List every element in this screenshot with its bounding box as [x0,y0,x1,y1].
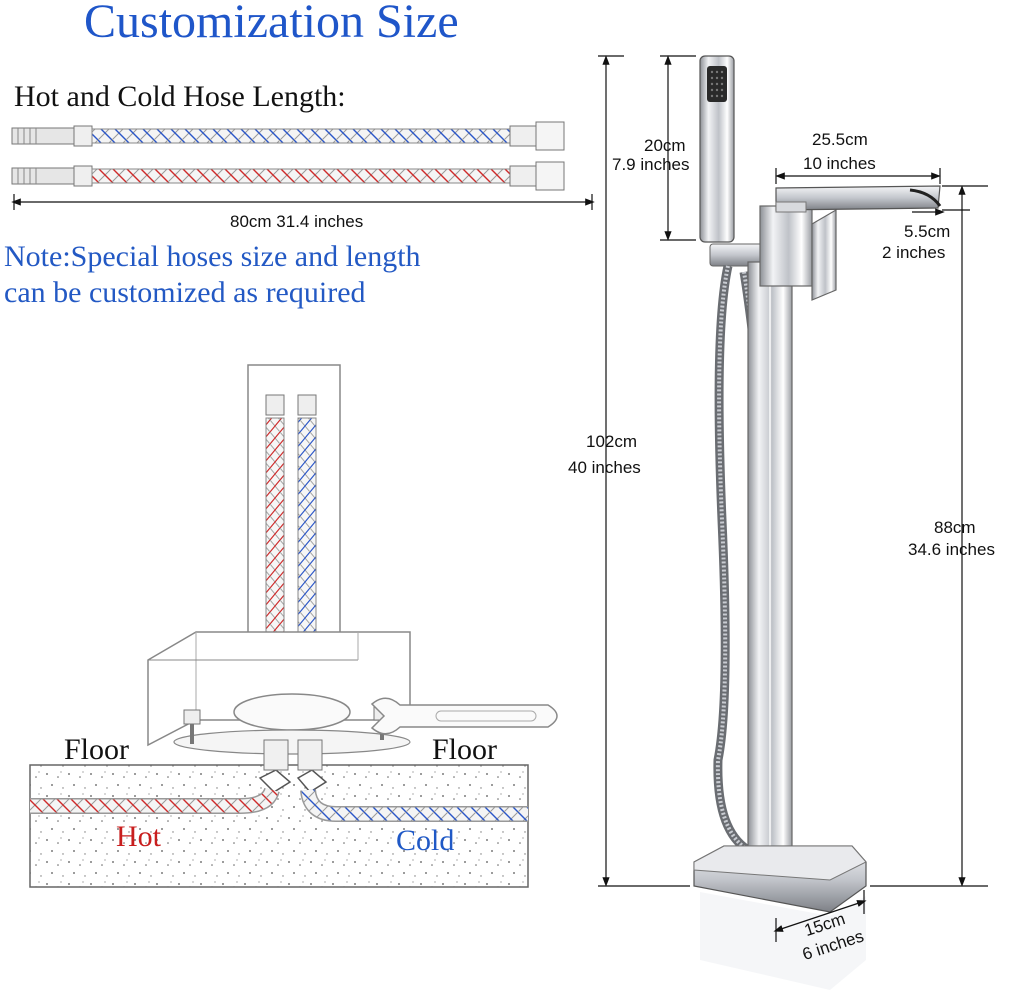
spout-height-cm: 5.5cm [904,222,951,241]
note-line-1: Note:Special hoses size and length [4,240,421,273]
handshower-height-cm: 20cm [644,136,686,155]
hose-length-value: 80cm 31.4 inches [230,212,364,231]
faucet-dimension-lines [598,55,988,942]
spout-floor-height-cm: 88cm [934,518,976,537]
installation-diagram [29,364,558,888]
cold-label: Cold [396,824,455,857]
hose-red [11,161,565,191]
floor-label-left: Floor [64,733,130,766]
faucet-illustration [693,55,942,990]
spout-height-in: 2 inches [882,243,946,262]
page-title: Customization Size [84,0,459,48]
handshower-height-in: 7.9 inches [612,155,690,174]
hose-length-dimension [11,194,595,210]
hose-length-label: Hot and Cold Hose Length: [14,80,346,113]
spout-length-in: 10 inches [803,154,876,173]
total-height-cm: 102cm [586,432,638,451]
total-height-in: 40 inches [568,458,641,477]
hot-label: Hot [116,820,161,853]
hose-blue [11,121,565,151]
spout-floor-height-in: 34.6 inches [908,540,995,559]
spout-length-cm: 25.5cm [812,130,868,149]
note-line-2: can be customized as required [4,276,366,309]
floor-label-right: Floor [432,733,498,766]
